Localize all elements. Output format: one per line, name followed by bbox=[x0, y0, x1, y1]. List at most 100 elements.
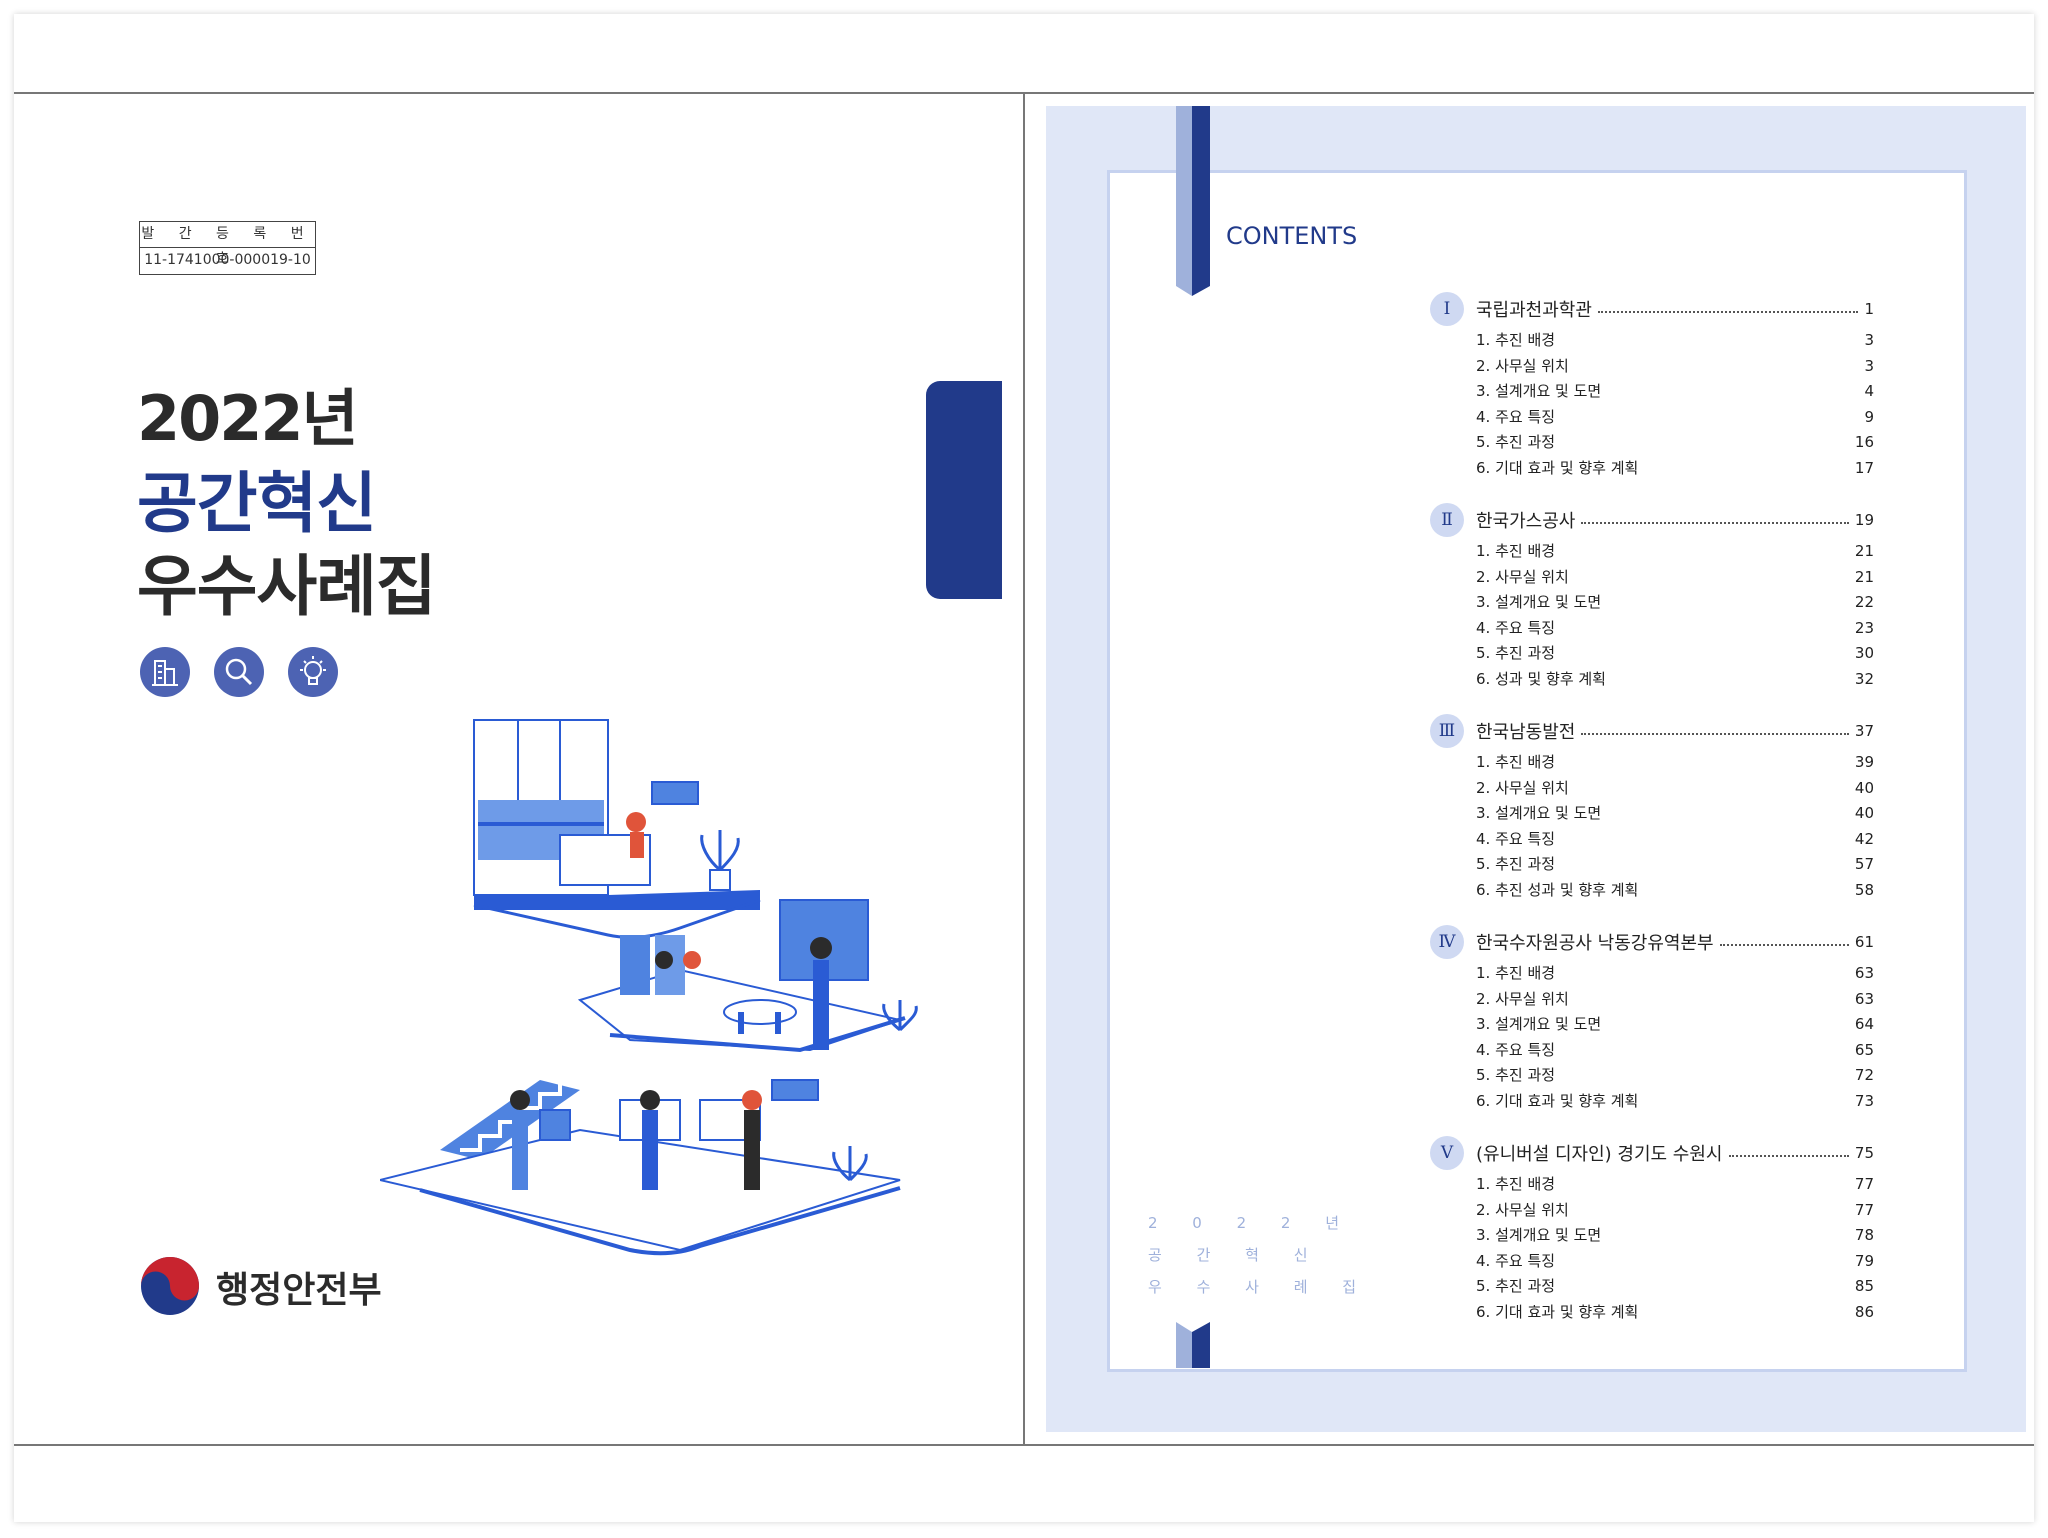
toc-item-page: 77 bbox=[1854, 1175, 1874, 1193]
toc-item-page: 9 bbox=[1864, 407, 1874, 426]
cover-edge-tab bbox=[926, 381, 1002, 599]
toc-item-page: 40 bbox=[1854, 804, 1874, 822]
section-page: 61 bbox=[1854, 933, 1874, 951]
section-title: 한국가스공사 bbox=[1476, 511, 1576, 532]
toc-item-page: 4 bbox=[1864, 382, 1874, 400]
toc-item-page: 3 bbox=[1864, 331, 1874, 349]
toc-page bbox=[1107, 170, 1967, 1372]
toc-item-label: 5. 추진 과정 bbox=[1476, 433, 1556, 451]
section-number-badge: Ⅰ bbox=[1430, 292, 1464, 326]
toc-item-page: 72 bbox=[1854, 1066, 1874, 1084]
magnifier-icon bbox=[214, 647, 264, 697]
toc-item-page: 16 bbox=[1854, 433, 1874, 451]
toc-item-page: 42 bbox=[1854, 829, 1874, 848]
toc-item-label: 3. 설계개요 및 도면 bbox=[1476, 1226, 1602, 1244]
leader-dots bbox=[1581, 522, 1849, 524]
toc-item-label: 6. 기대 효과 및 향후 계획 bbox=[1476, 1302, 1639, 1321]
section-number-badge: Ⅲ bbox=[1430, 714, 1464, 748]
toc-item-page: 57 bbox=[1854, 855, 1874, 873]
toc-item-label: 6. 성과 및 향후 계획 bbox=[1476, 669, 1606, 688]
toc-item[interactable]: 3. 설계개요 및 도면 4 bbox=[1476, 379, 1874, 405]
toc-item-page: 3 bbox=[1864, 356, 1874, 375]
registration-box: 발 간 등 록 번 호 11-1741000-000019-10 bbox=[139, 221, 316, 275]
toc-item-label: 3. 설계개요 및 도면 bbox=[1476, 382, 1602, 400]
side-text-year: 2 0 2 2 년 bbox=[1148, 1214, 1355, 1232]
toc-item-label: 3. 설계개요 및 도면 bbox=[1476, 1015, 1602, 1033]
toc-item[interactable]: 4. 주요 특징 42 bbox=[1476, 827, 1874, 853]
toc-item[interactable]: 3. 설계개요 및 도면 64 bbox=[1476, 1012, 1874, 1038]
toc-item-label: 2. 사무실 위치 bbox=[1476, 356, 1569, 375]
toc-item[interactable]: 4. 주요 특징 23 bbox=[1476, 616, 1874, 642]
toc-item[interactable]: 6. 기대 효과 및 향후 계획 73 bbox=[1476, 1089, 1874, 1115]
toc-item[interactable]: 6. 기대 효과 및 향후 계획 17 bbox=[1476, 456, 1874, 482]
toc-item[interactable]: 2. 사무실 위치 77 bbox=[1476, 1198, 1874, 1224]
toc-item-label: 1. 추진 배경 bbox=[1476, 964, 1556, 982]
toc-item[interactable]: 5. 추진 과정 72 bbox=[1476, 1063, 1874, 1089]
toc-item-label: 6. 기대 효과 및 향후 계획 bbox=[1476, 458, 1639, 477]
toc-item-page: 21 bbox=[1854, 542, 1874, 560]
toc-item-page: 39 bbox=[1854, 753, 1874, 771]
leader-dots bbox=[1581, 733, 1849, 735]
cover-title-line1: 공간혁신 bbox=[137, 465, 377, 542]
toc-item-label: 5. 추진 과정 bbox=[1476, 1066, 1556, 1084]
toc-item[interactable]: 5. 추진 과정 16 bbox=[1476, 430, 1874, 456]
toc-item-label: 4. 주요 특징 bbox=[1476, 618, 1556, 637]
toc-item-page: 77 bbox=[1854, 1200, 1874, 1219]
toc-item[interactable]: 4. 주요 특징 79 bbox=[1476, 1249, 1874, 1275]
toc-item-page: 64 bbox=[1854, 1015, 1874, 1033]
toc-item-page: 79 bbox=[1854, 1251, 1874, 1270]
toc-item-page: 73 bbox=[1854, 1091, 1874, 1110]
toc-item-page: 85 bbox=[1854, 1277, 1874, 1295]
toc-item-page: 22 bbox=[1854, 593, 1874, 611]
registration-number: 11-1741000-000019-10 bbox=[144, 252, 311, 268]
toc-item-page: 17 bbox=[1854, 458, 1874, 477]
toc-item-page: 58 bbox=[1854, 880, 1874, 899]
building-icon bbox=[140, 647, 190, 697]
section-title: 한국수자원공사 낙동강유역본부 bbox=[1476, 933, 1714, 954]
bookmark-ribbon-bottom-icon bbox=[1176, 1322, 1210, 1368]
toc-item-label: 2. 사무실 위치 bbox=[1476, 567, 1569, 586]
toc-item-label: 4. 주요 특징 bbox=[1476, 829, 1556, 848]
toc-item-page: 30 bbox=[1854, 644, 1874, 662]
toc-item[interactable]: 6. 추진 성과 및 향후 계획 58 bbox=[1476, 878, 1874, 904]
registration-label: 발 간 등 록 번 호 bbox=[140, 222, 315, 267]
lightbulb-icon bbox=[288, 647, 338, 697]
toc-item-label: 2. 사무실 위치 bbox=[1476, 989, 1569, 1008]
toc-item-label: 4. 주요 특징 bbox=[1476, 1251, 1556, 1270]
leader-dots bbox=[1728, 1155, 1849, 1157]
section-number-badge: Ⅱ bbox=[1430, 503, 1464, 537]
toc-item-label: 6. 추진 성과 및 향후 계획 bbox=[1476, 880, 1639, 899]
toc-item-label: 6. 기대 효과 및 향후 계획 bbox=[1476, 1091, 1639, 1110]
toc-item-label: 3. 설계개요 및 도면 bbox=[1476, 804, 1602, 822]
toc-item-label: 4. 주요 특징 bbox=[1476, 1040, 1556, 1059]
section-page: 75 bbox=[1854, 1144, 1874, 1162]
toc-item[interactable]: 3. 설계개요 및 도면 40 bbox=[1476, 801, 1874, 827]
toc-item-label: 2. 사무실 위치 bbox=[1476, 1200, 1569, 1219]
toc-item[interactable]: 2. 사무실 위치 3 bbox=[1476, 354, 1874, 380]
toc-item-page: 23 bbox=[1854, 618, 1874, 637]
